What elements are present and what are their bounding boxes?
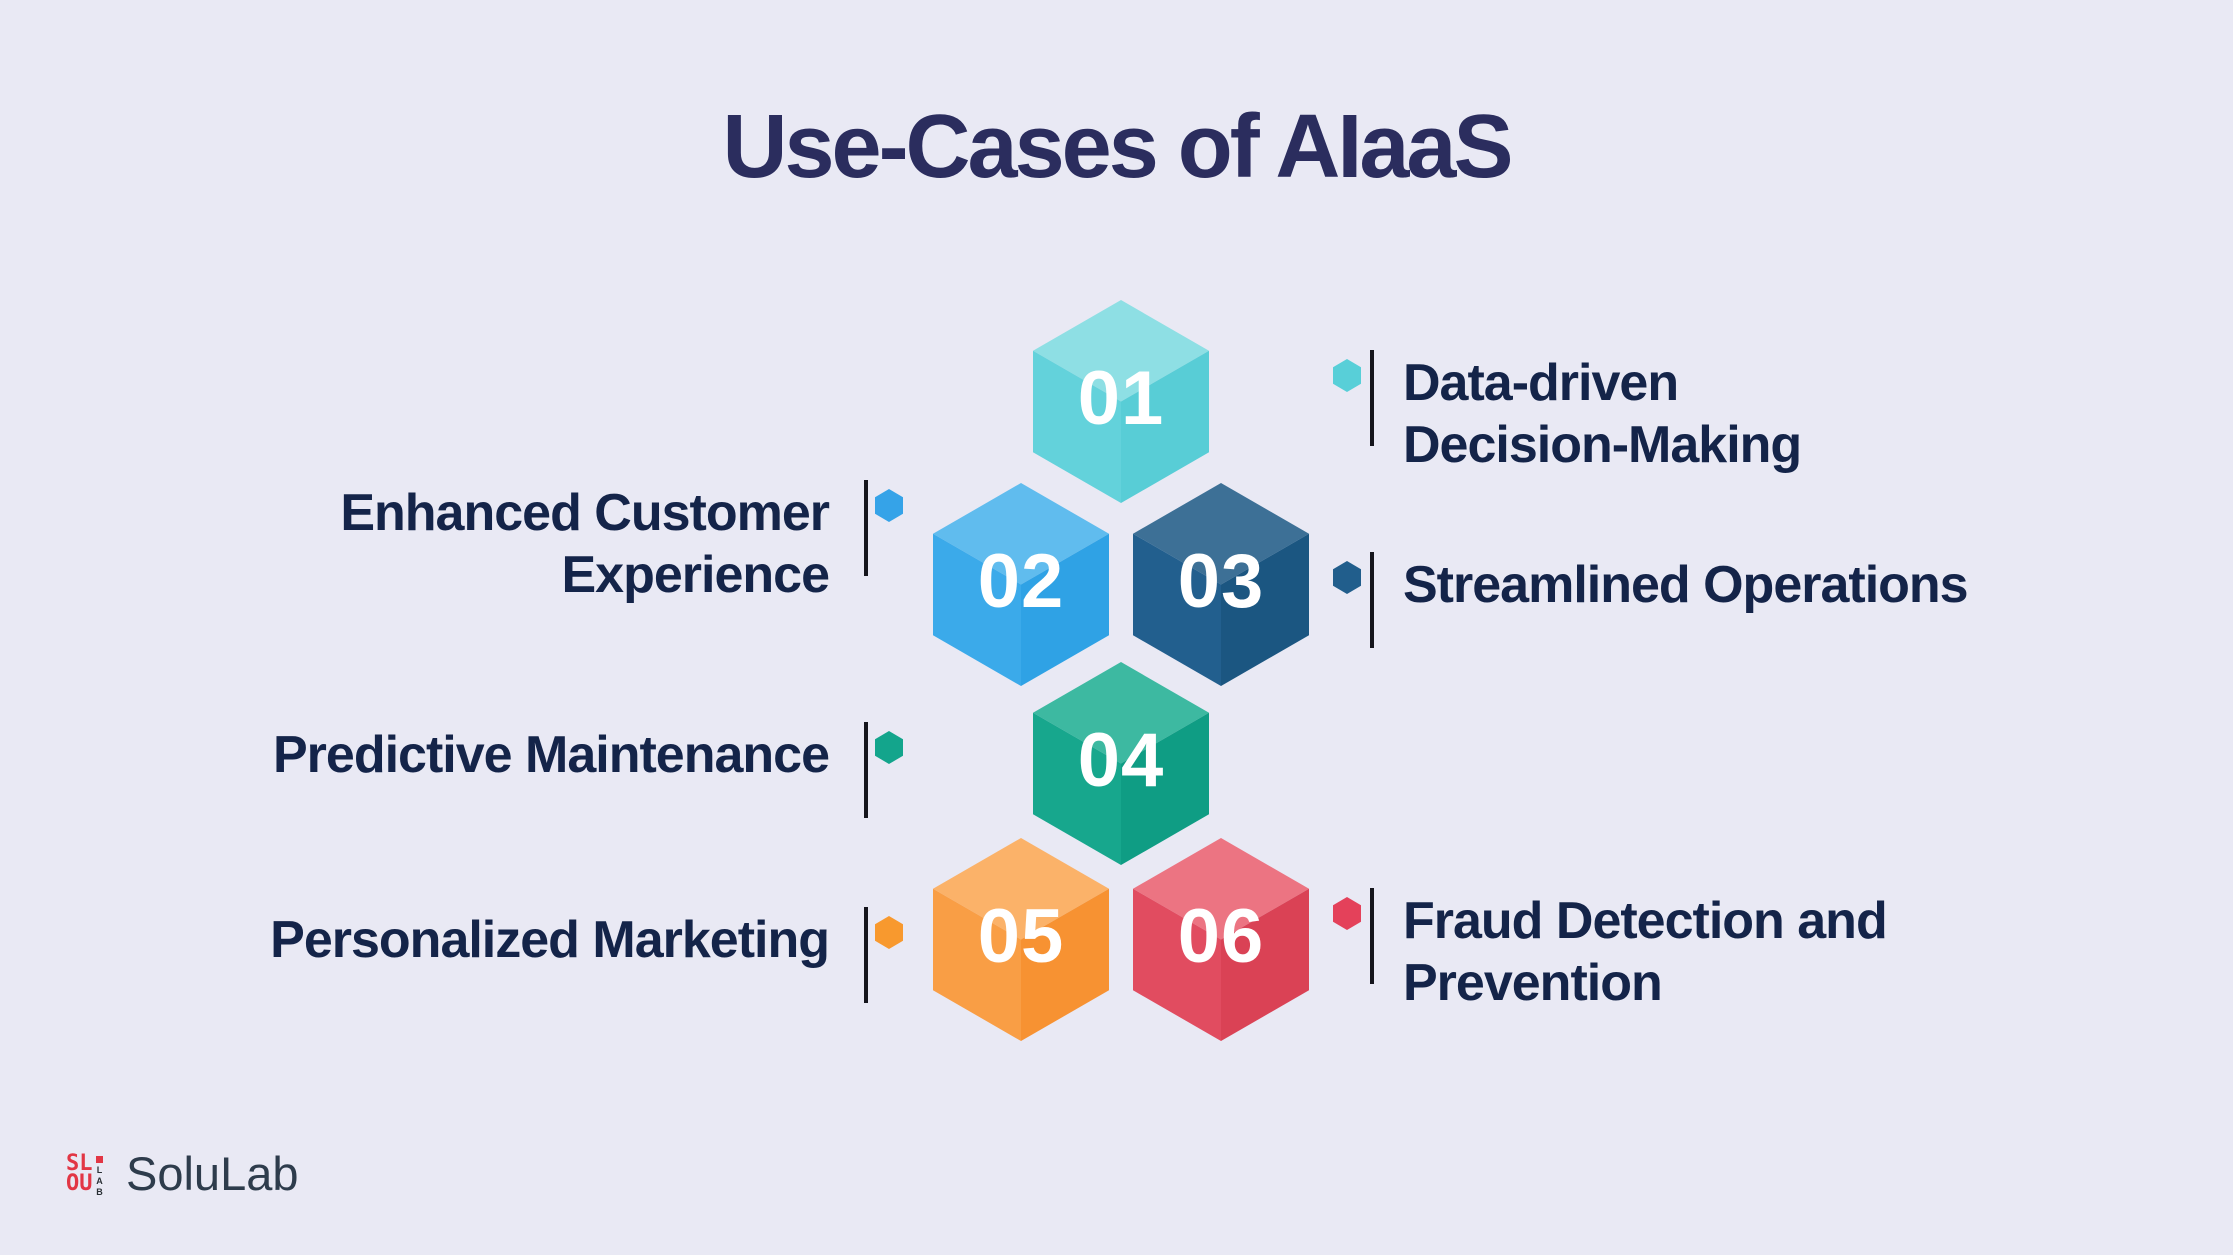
hex-cube-icon <box>933 838 1109 1041</box>
callout-divider <box>1370 888 1374 984</box>
callout-label: Predictive Maintenance <box>273 726 830 784</box>
hex-cube-icon <box>1033 300 1209 503</box>
hex-cube-icon <box>1133 483 1309 686</box>
callout-divider <box>1370 552 1374 648</box>
hex-cube-01: 01 <box>1033 300 1209 503</box>
hex-number-04: 04 <box>1077 717 1165 803</box>
logo-mark-letters: SL OU <box>66 1150 93 1196</box>
hexagon-bullet-icon <box>875 489 903 522</box>
callout-label: Fraud Detection and Prevention <box>1403 892 1888 1012</box>
solulab-logo: SL OU LAB SoluLab <box>66 1146 299 1201</box>
callout-divider <box>864 907 868 1003</box>
hexagon-bullet-icon <box>1333 897 1361 930</box>
hex-cube-03: 03 <box>1133 483 1309 686</box>
hex-cube-04: 04 <box>1033 662 1209 865</box>
callout-fraud-detection-and-prevention: Fraud Detection and Prevention <box>1333 888 1888 1014</box>
logo-mark-dot <box>96 1155 103 1163</box>
logo-mark-side: LAB <box>94 1155 105 1198</box>
callout-predictive-maintenance: Predictive Maintenance <box>273 722 903 818</box>
hex-cube-icon <box>1133 838 1309 1041</box>
hexagon-bullet-icon <box>1333 561 1361 594</box>
hexagon-bullet-icon <box>875 916 903 949</box>
hexagon-bullet-icon <box>875 731 903 764</box>
callout-divider <box>1370 350 1374 446</box>
logo-name: SoluLab <box>126 1147 299 1200</box>
hex-number-02: 02 <box>977 538 1065 624</box>
hex-cube-02: 02 <box>933 483 1109 686</box>
solulab-logo-icon: SL OU LAB <box>66 1150 114 1198</box>
hex-cube-icon <box>933 483 1109 686</box>
hex-cube-icon <box>1033 662 1209 865</box>
callout-streamlined-operations: Streamlined Operations <box>1333 552 1969 648</box>
callout-label: Enhanced Customer Experience <box>340 484 830 604</box>
hex-number-01: 01 <box>1077 355 1165 441</box>
callout-divider <box>864 480 868 576</box>
callout-enhanced-customer-experience: Enhanced Customer Experience <box>340 480 903 606</box>
hex-cube-05: 05 <box>933 838 1109 1041</box>
callout-personalized-marketing: Personalized Marketing <box>270 907 903 1003</box>
hex-number-05: 05 <box>977 893 1065 979</box>
callout-data-driven-decision-making: Data-driven Decision-Making <box>1333 350 1802 476</box>
hex-number-03: 03 <box>1177 538 1265 624</box>
callout-divider <box>864 722 868 818</box>
hex-cube-06: 06 <box>1133 838 1309 1041</box>
hexagon-bullet-icon <box>1333 359 1361 392</box>
hex-number-06: 06 <box>1177 893 1265 979</box>
logo-mark-lab-text: LAB <box>94 1164 105 1198</box>
callout-label: Streamlined Operations <box>1403 556 1969 614</box>
callout-label: Data-driven Decision-Making <box>1403 354 1802 474</box>
page-title: Use-Cases of AIaaS <box>722 97 1513 197</box>
callout-label: Personalized Marketing <box>270 911 830 969</box>
